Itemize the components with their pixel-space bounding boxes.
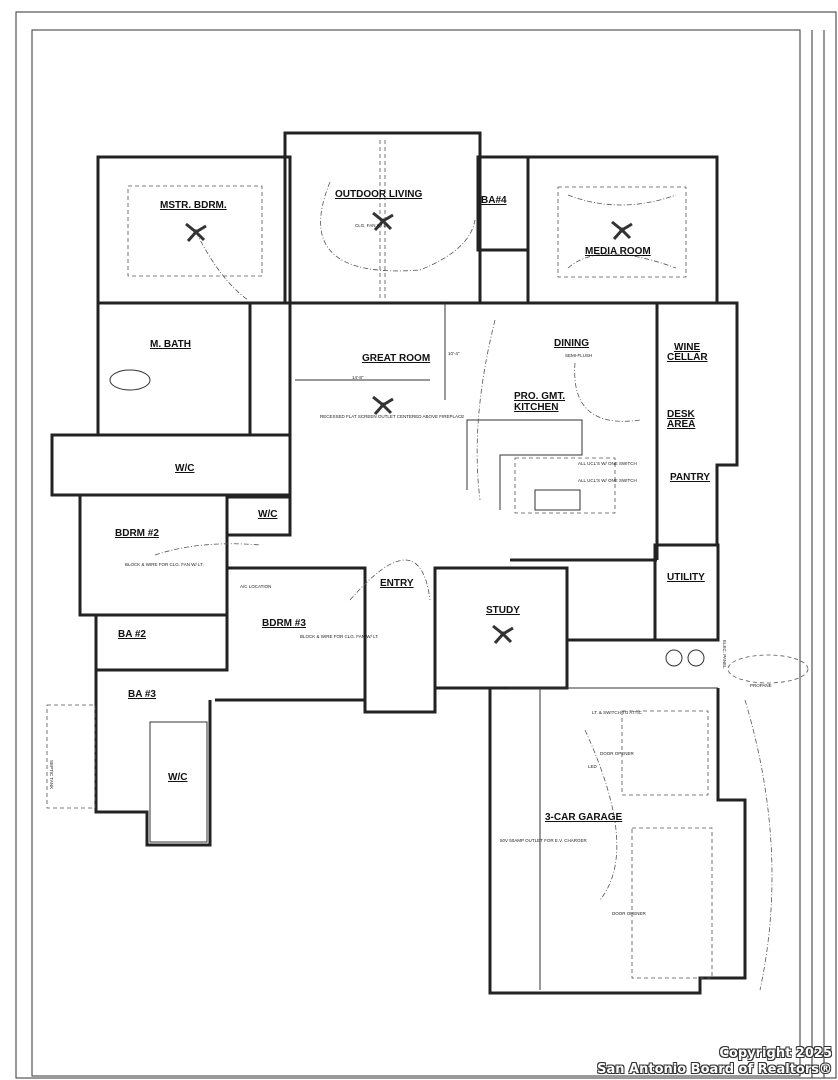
room-label-entry: ENTRY [380, 578, 414, 589]
room-label-bedroom3: BDRM #3 [262, 618, 306, 629]
note-ucls-2: ALL UCL'S W/ ONE SWITCH [578, 478, 637, 483]
dimension-line [295, 303, 446, 400]
plan-notes: CLG. FAN W/ LT. SEMI-FLUSH 14'-8" 10'-4"… [49, 223, 772, 916]
copyright-line1: Copyright 2025 [719, 1046, 832, 1061]
room-label-wine-cellar: WINE [674, 342, 700, 353]
note-attic: LT. & SWITCH TO ATTIC [592, 710, 643, 715]
room-label-media-room: MEDIA ROOM [585, 246, 651, 257]
room-label-utility: UTILITY [667, 572, 705, 583]
room-label-outdoor-living: OUTDOOR LIVING [335, 189, 422, 200]
note-door-opener-1: DOOR OPENER [600, 751, 635, 756]
ceiling-fan-icon [611, 220, 633, 240]
room-label-garage: 3-CAR GARAGE [545, 812, 623, 823]
ceiling-fan-icon [185, 222, 207, 242]
room-label-bath4: BA#4 [481, 195, 507, 206]
note-septic: SEPTIC TANK [49, 760, 54, 789]
room-label-great-room: GREAT ROOM [362, 353, 430, 364]
note-semi-flush: SEMI-FLUSH [565, 353, 592, 358]
note-recessed: RECESSED FLAT SCREEN OUTLET CENTERED ABO… [320, 414, 464, 419]
note-elec-panel: ELEC. PANEL [722, 640, 727, 669]
note-ucls-1: ALL UCL'S W/ ONE SWITCH [578, 461, 637, 466]
note-led: LED [588, 764, 598, 769]
note-ev-charger: 50V 50AMP OUTLET FOR E.V. CHARGER [500, 838, 587, 843]
sheet-border [15, 11, 837, 1079]
room-label-desk-area: DESK [667, 409, 696, 420]
note-block-wire-2: BLOCK & WIRE FOR CLG. FAN W/ LT. [125, 562, 204, 567]
note-dim-width: 14'-8" [352, 375, 364, 380]
room-label-pantry: PANTRY [670, 472, 710, 483]
ceiling-fan-icon [372, 211, 394, 231]
note-block-wire-3: BLOCK & WIRE FOR CLG. FAN W/ LT. [300, 634, 379, 639]
ceiling-fan-icon [372, 395, 394, 415]
wiring [154, 181, 773, 991]
kitchen-counters [466, 419, 583, 511]
room-labels: MSTR. BDRM. OUTDOOR LIVING BA#4 MEDIA RO… [115, 189, 710, 823]
ceiling-fan-icon [492, 624, 514, 644]
walls [50, 131, 747, 995]
room-label-bath3: BA #3 [128, 689, 156, 700]
room-label-desk-area-2: AREA [667, 419, 695, 430]
room-label-wic-master: W/C [175, 463, 194, 474]
note-dim-height: 10'-4" [448, 351, 460, 356]
sink-icon [665, 649, 705, 667]
room-label-wic-bottom: W/C [168, 772, 187, 783]
room-label-kitchen-2: KITCHEN [514, 402, 558, 413]
room-label-master-bedroom: MSTR. BDRM. [160, 200, 227, 211]
note-fan: CLG. FAN W/ LT. [355, 223, 389, 228]
room-label-master-bath: M. BATH [150, 339, 191, 350]
room-label-bedroom2: BDRM #2 [115, 528, 159, 539]
copyright-line2: San Antonio Board of Realtors® [597, 1062, 832, 1077]
room-label-kitchen: PRO. GMT. [514, 391, 565, 402]
note-propane: PROPANE [750, 683, 772, 688]
room-label-bath2: BA #2 [118, 629, 146, 640]
bathtub-icon [109, 369, 151, 391]
room-label-wic-small: W/C [258, 509, 277, 520]
room-label-study: STUDY [486, 605, 520, 616]
note-door-opener-2: DOOR OPENER [612, 911, 647, 916]
room-label-dining: DINING [554, 338, 589, 349]
note-ac-location: A/C LOCATION [240, 584, 271, 589]
room-label-wine-cellar-2: CELLAR [667, 352, 708, 363]
ceiling-outlines [46, 140, 809, 979]
